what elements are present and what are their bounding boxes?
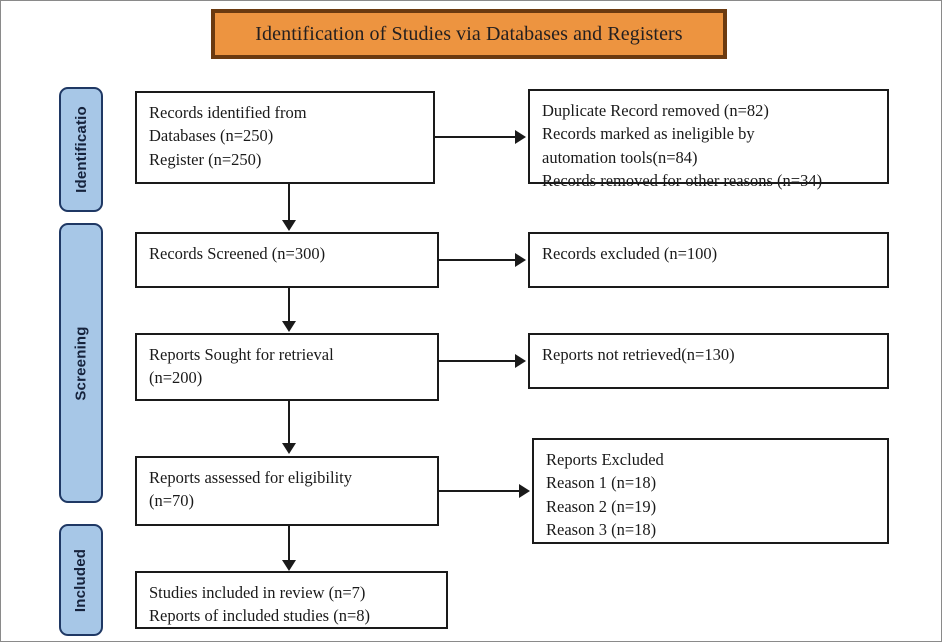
box-line: Records excluded (n=100) [542,244,718,263]
page-title: Identification of Studies via Databases … [255,22,683,45]
connector-screened-to-sought [288,288,290,323]
box-line: Reports not retrieved(n=130) [542,345,735,364]
box-line: Records Screened (n=300) [149,244,326,263]
box-records-identified: Records identified from Databases (n=250… [135,91,435,184]
box-line: Records identified from [149,103,307,122]
box-reports-excluded-reasons: Reports Excluded Reason 1 (n=18) Reason … [532,438,889,544]
connector-sought-to-assessed [288,401,290,445]
box-line: (n=200) [149,368,203,388]
connector-assessed-to-reports-excluded [439,490,521,492]
arrowhead-down-icon [282,220,296,231]
box-line: Studies included in review (n=7) [149,583,366,602]
box-line: Records removed for other reasons (n=34) [542,171,823,191]
box-line: Duplicate Record removed (n=82) [542,101,769,120]
stage-pill-screening: Screening [59,223,103,503]
box-records-excluded: Records excluded (n=100) [528,232,889,288]
arrowhead-down-icon [282,321,296,332]
box-line: Reason 1 (n=18) [546,473,657,493]
connector-assessed-to-included [288,526,290,562]
box-line: Records marked as ineligible by [542,124,755,144]
stage-pill-included-label: Included [72,548,90,612]
connector-screened-to-excluded [439,259,517,261]
connector-sought-to-not-retrieved [439,360,517,362]
arrowhead-down-icon [282,443,296,454]
arrowhead-right-icon [519,484,530,498]
box-reports-assessed: Reports assessed for eligibility (n=70) [135,456,439,526]
arrowhead-right-icon [515,253,526,267]
box-duplicates-removed: Duplicate Record removed (n=82) Records … [528,89,889,190]
box-line: Databases (n=250) [149,126,274,146]
stage-pill-included: Included [59,524,103,636]
box-line: automation tools(n=84) [542,147,698,167]
arrowhead-right-icon [515,130,526,144]
box-line: Reason 2 (n=19) [546,496,657,516]
connector-identified-to-duplicates [435,136,517,138]
box-studies-included: Studies included in review (n=7) Reports… [135,571,448,629]
stage-pill-screening-label: Screening [72,325,90,401]
box-reports-not-retrieved: Reports not retrieved(n=130) [528,333,889,389]
connector-identified-to-screened [288,184,290,222]
box-reports-sought: Reports Sought for retrieval (n=200) [135,333,439,401]
stage-pill-identification-label: Identificatio [72,106,90,193]
box-line: Reports of included studies (n=8) [149,606,371,626]
arrowhead-right-icon [515,354,526,368]
box-line: Reports assessed for eligibility [149,468,353,487]
box-line: Register (n=250) [149,149,262,169]
box-line: Reports Sought for retrieval [149,345,334,364]
arrowhead-down-icon [282,560,296,571]
box-line: Reason 3 (n=18) [546,520,657,540]
stage-pill-identification: Identificatio [59,87,103,212]
diagram-header-banner: Identification of Studies via Databases … [211,9,727,59]
box-line: Reports Excluded [546,450,664,469]
box-line: (n=70) [149,491,195,511]
box-records-screened: Records Screened (n=300) [135,232,439,288]
